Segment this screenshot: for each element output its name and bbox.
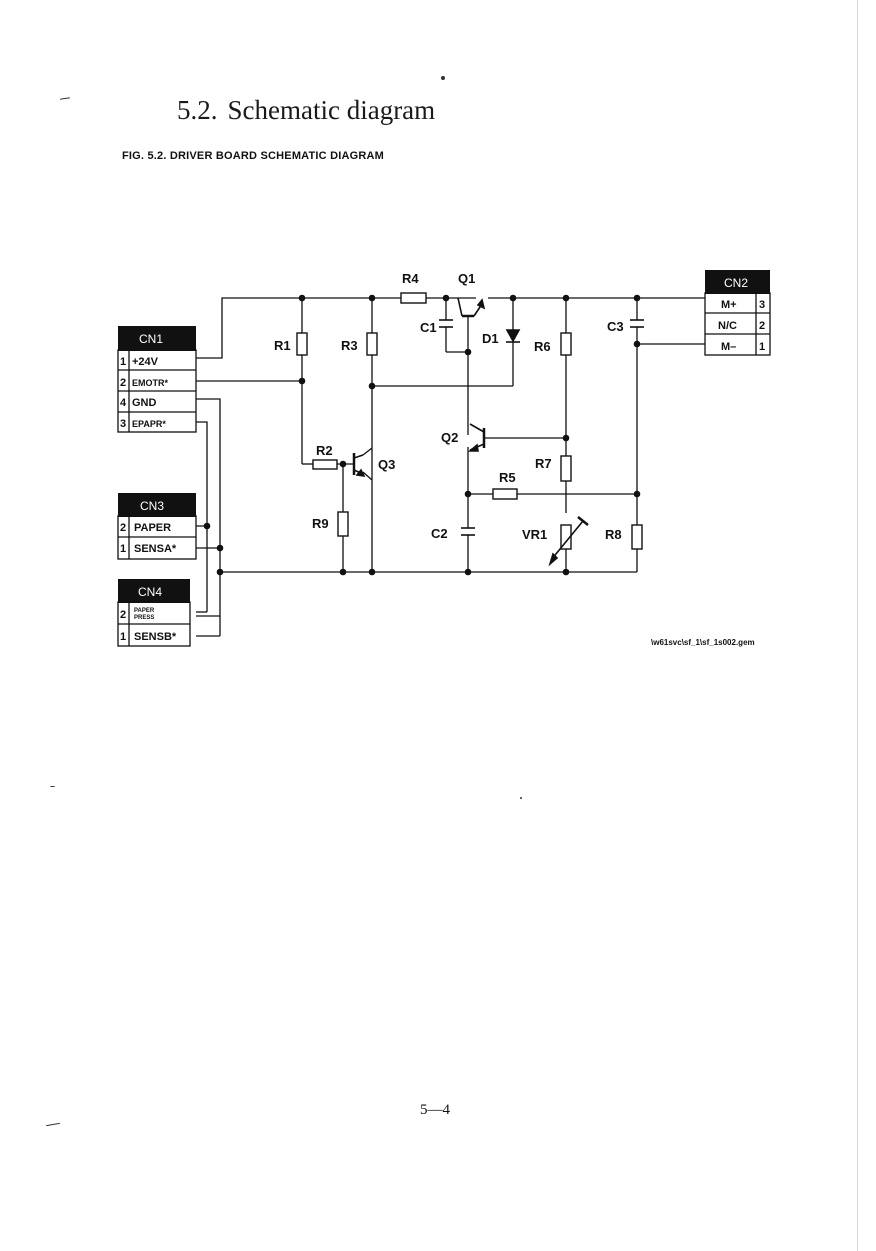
r3-resistor (366, 332, 378, 356)
scan-speck (50, 786, 55, 787)
q2-label: Q2 (441, 430, 458, 445)
cn3-name: CN3 (140, 499, 164, 513)
cn3-header (118, 493, 196, 517)
r2-resistor (312, 459, 338, 470)
cn4-header (118, 579, 190, 603)
r5-label: R5 (499, 470, 516, 485)
q1-lead (457, 297, 463, 317)
q2-lead (469, 423, 485, 433)
r6-label: R6 (534, 339, 551, 354)
cn2-pin-num: 3 (759, 299, 765, 311)
q1-label: Q1 (458, 271, 475, 286)
r4-resistor (400, 292, 427, 304)
cn1-pin-num: 2 (120, 377, 126, 389)
scan-speck (520, 797, 522, 799)
section-number: 5.2. (177, 95, 218, 125)
cn2-connector: CN2 M+ 3 N/C 2 M– 1 (704, 270, 771, 356)
semiconductors (352, 297, 589, 567)
vr1-wiper-head (577, 516, 589, 526)
cn4-pin-label: PRESS (134, 615, 154, 621)
d1-diode (505, 329, 521, 343)
r4-label: R4 (402, 271, 419, 286)
cn1-pin-label: EMOTR* (132, 378, 168, 388)
cn1-pin-label: +24V (132, 356, 159, 368)
c1-label: C1 (420, 320, 437, 335)
r5-resistor (492, 488, 518, 500)
page-edge-line (857, 0, 858, 1251)
q2-arrow (467, 443, 479, 452)
cn3-connector: CN3 2 PAPER 1 SENSA* (117, 493, 197, 560)
cn2-pin-num: 1 (759, 341, 765, 353)
page-number: 5—4 (420, 1102, 450, 1118)
cn3-pin-label: PAPER (134, 522, 171, 534)
junctions (203, 294, 641, 576)
cn2-pin-label: M+ (721, 299, 737, 311)
component-labels: R1 R2 R3 R4 R5 R6 R7 R8 R9 Q1 Q2 Q3 C1 C… (274, 271, 624, 542)
r8-resistor (631, 524, 643, 550)
vr1-arrow (548, 552, 559, 567)
cn2-name: CN2 (724, 276, 748, 290)
resistors (296, 292, 643, 550)
cn4-pin-label: SENSB* (134, 631, 177, 643)
r3-label: R3 (341, 338, 358, 353)
wires (196, 297, 705, 637)
q3-label: Q3 (378, 457, 395, 472)
r7-label: R7 (535, 456, 552, 471)
cn3-pin-label: SENSA* (134, 543, 177, 555)
cn2-pin-num: 2 (759, 320, 765, 332)
d1-label: D1 (482, 331, 499, 346)
cn1-pin-num: 3 (120, 418, 126, 430)
q3-arrow (355, 468, 366, 478)
cn3-pin-num: 1 (120, 543, 126, 555)
r1-resistor (296, 332, 308, 356)
cn4-pin-num: 1 (120, 631, 126, 643)
cn2-pin-label: N/C (718, 320, 737, 332)
vr1-label: VR1 (522, 527, 547, 542)
cn4-pin-num: 2 (120, 609, 126, 621)
r7-resistor (560, 455, 572, 482)
file-reference: \w61svc\sf_1\sf_1s002.gem (651, 638, 755, 647)
capacitors (439, 319, 644, 536)
cn1-pin-num: 1 (120, 356, 126, 368)
cn4-name: CN4 (138, 585, 162, 599)
cn2-header (705, 270, 770, 294)
vr1-resistor (560, 524, 572, 550)
c2-label: C2 (431, 526, 448, 541)
section-heading: Schematic diagram (227, 95, 436, 125)
section-title: 5.2. Schematic diagram (177, 95, 435, 126)
scan-speck (441, 76, 445, 80)
r9-label: R9 (312, 516, 329, 531)
cn1-name: CN1 (139, 332, 163, 346)
r1-label: R1 (274, 338, 291, 353)
figure-caption: FIG. 5.2. DRIVER BOARD SCHEMATIC DIAGRAM (122, 150, 385, 162)
cn3-pin-num: 2 (120, 522, 126, 534)
c3-label: C3 (607, 319, 624, 334)
r2-label: R2 (316, 443, 333, 458)
cn1-pin-label: EPAPR* (132, 419, 166, 429)
vr1-wiper (550, 520, 584, 561)
cn1-header (118, 326, 196, 351)
cn1-connector: CN1 1 +24V 2 EMOTR* 4 GND 3 EPAPR* (117, 326, 197, 433)
cn4-connector: CN4 2 PAPER PRESS 1 SENSB* (117, 579, 191, 647)
q1-arrow (476, 298, 486, 310)
cn2-pin-label: M– (721, 341, 736, 353)
cn4-pin-label: PAPER (134, 608, 155, 614)
cn1-pin-num: 4 (120, 397, 127, 409)
cn1-pin-label: GND (132, 397, 157, 409)
q3-lead (353, 454, 364, 459)
r8-label: R8 (605, 527, 622, 542)
r9-resistor (337, 511, 349, 537)
r6-resistor (560, 332, 572, 356)
